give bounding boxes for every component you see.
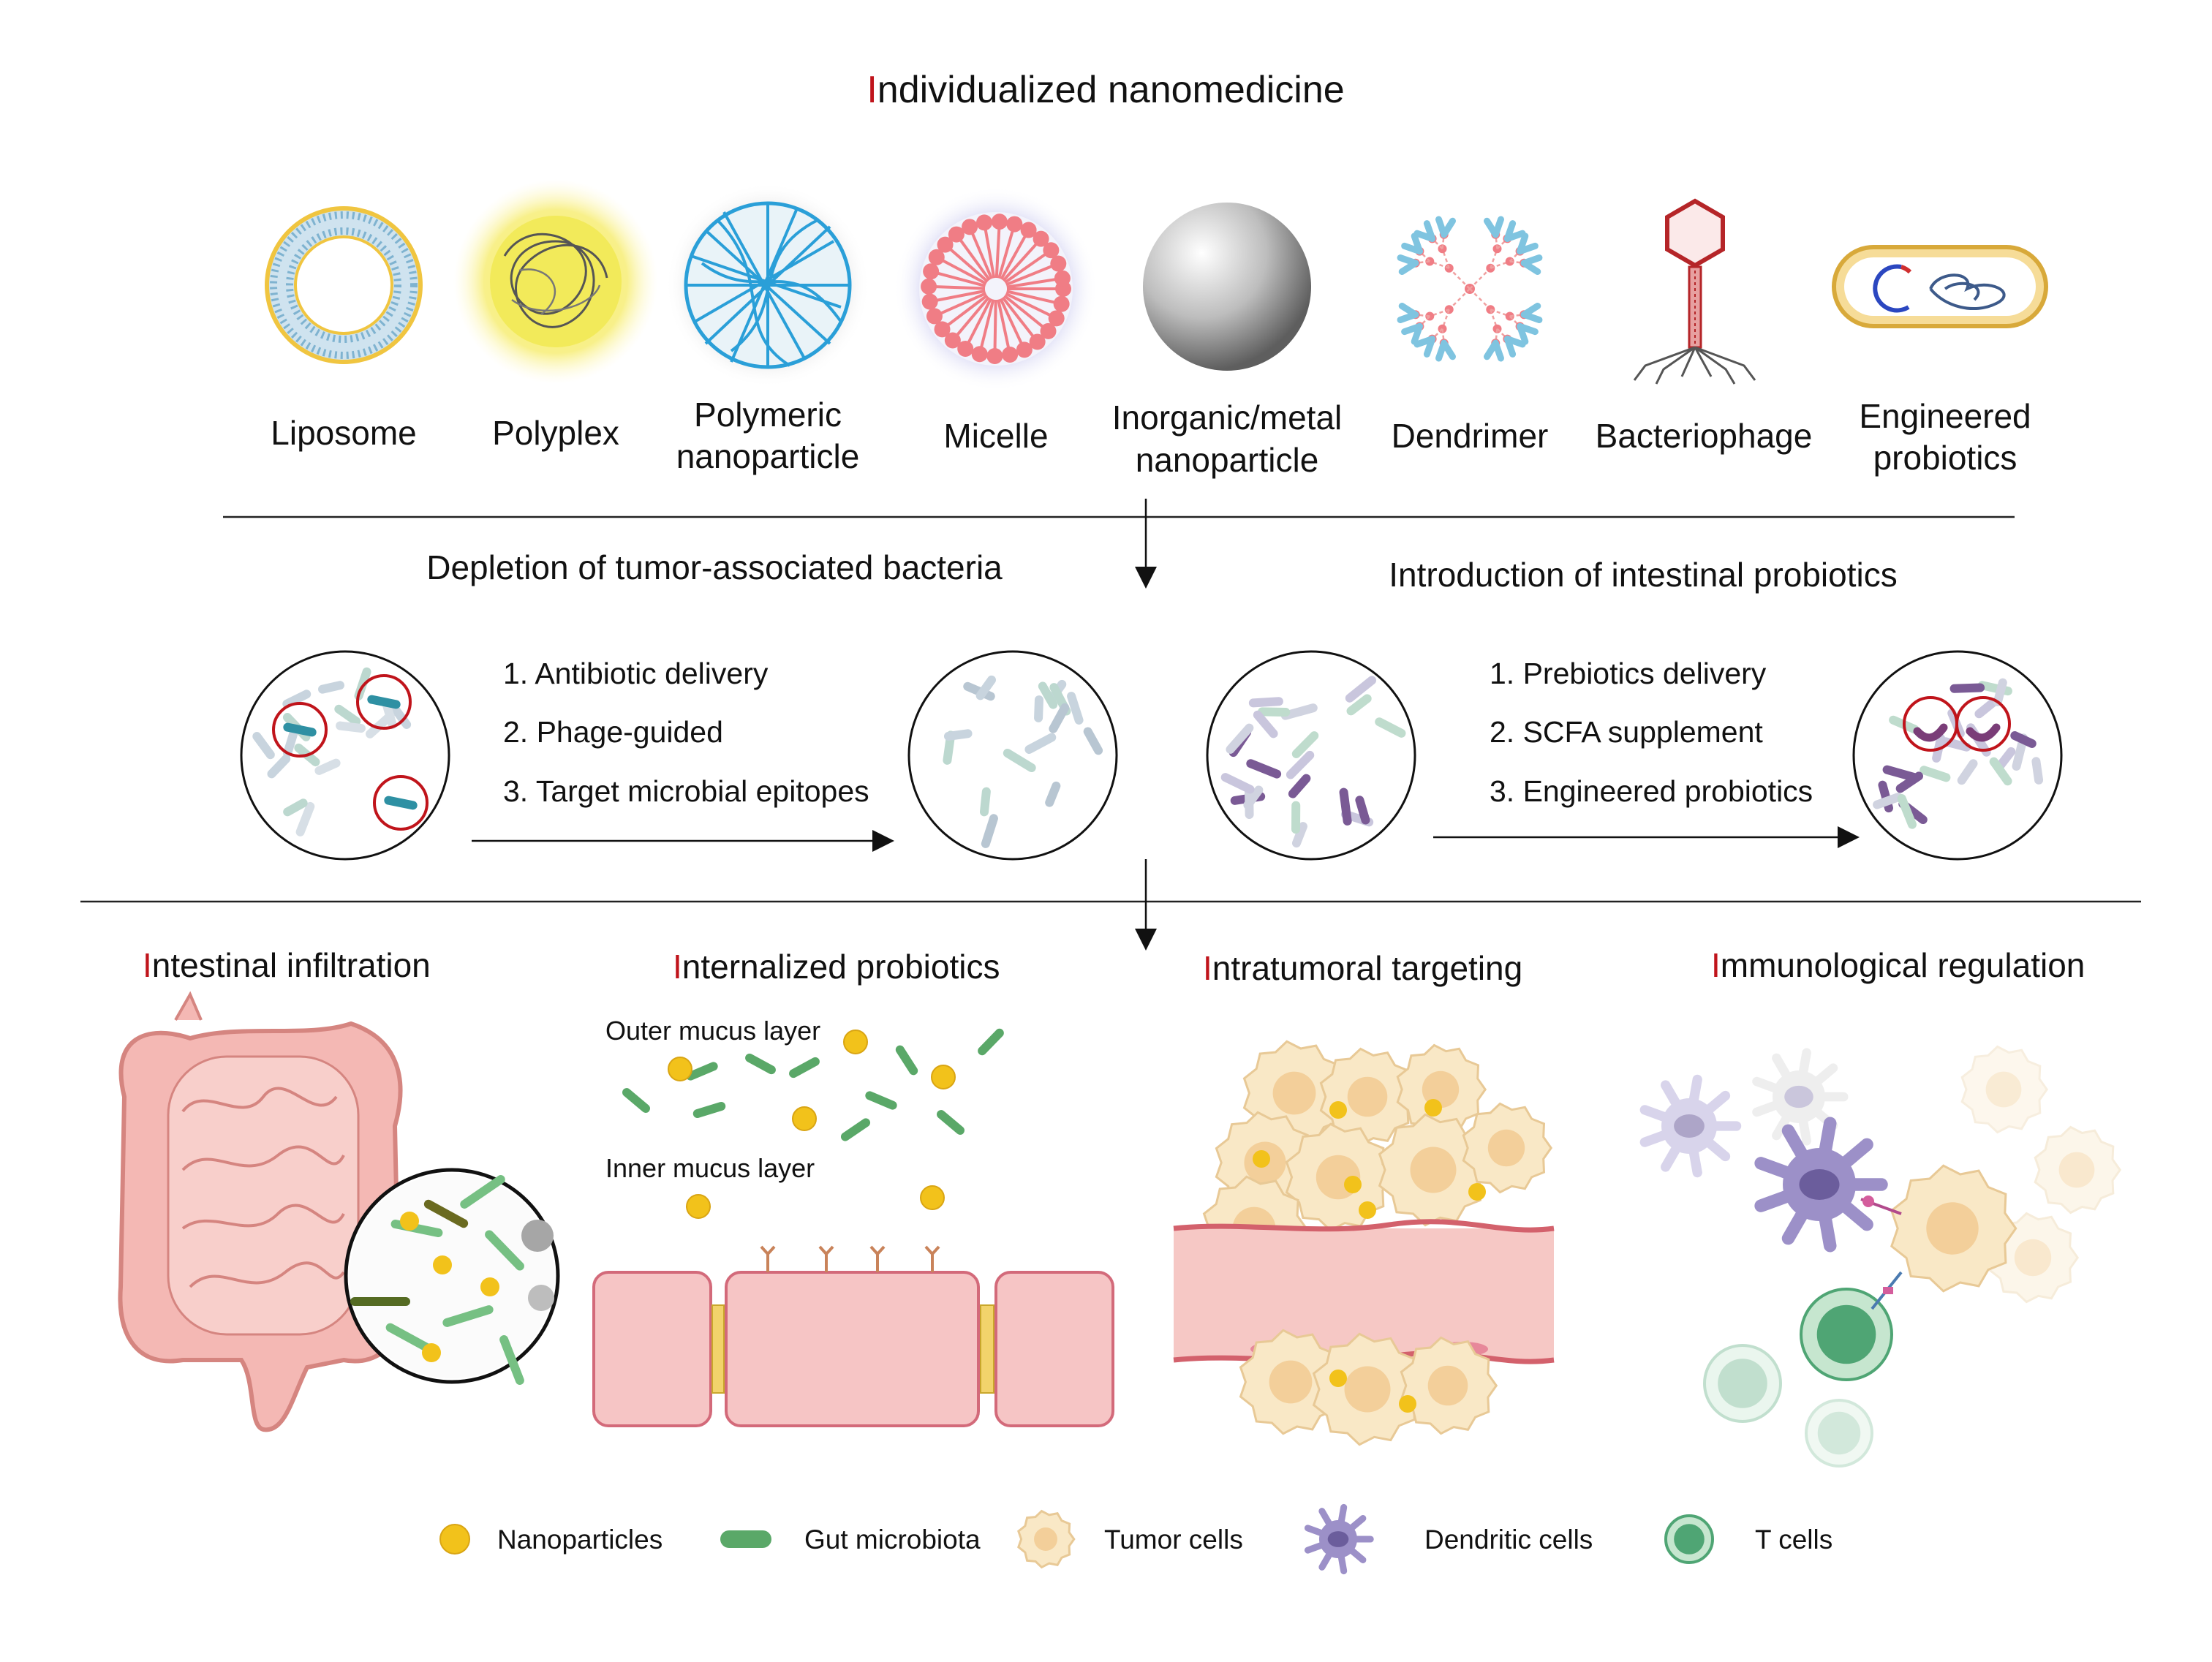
depletion-title: Depletion of tumor-associated bacteria xyxy=(426,548,1003,586)
dendritic-cell-icon xyxy=(1307,1507,1370,1571)
dendrimer-icon xyxy=(1400,219,1539,358)
inorganic-nanoparticle-icon xyxy=(1143,203,1311,371)
intestine-illustration xyxy=(120,994,558,1429)
mucus-microbes-and-nanoparticles xyxy=(627,1030,1000,1218)
legend: Nanoparticles Gut microbiota Tumor cells De… xyxy=(440,1507,1832,1571)
introduction-step: 3. Engineered probiotics xyxy=(1490,774,1813,808)
nanoparticle-label-liposome: Liposome xyxy=(271,414,416,452)
engineered-probiotics-icon xyxy=(1834,247,2046,326)
nanoparticle-label-micelle: Micelle xyxy=(943,417,1048,455)
introduction-steps: 1. Prebiotics delivery 2. SCFA supplement… xyxy=(1490,657,1813,808)
immune-illustration xyxy=(1645,1046,2120,1466)
legend-label: Dendritic cells xyxy=(1424,1525,1593,1555)
inner-mucus-label: Inner mucus layer xyxy=(605,1153,815,1183)
legend-label: T cells xyxy=(1755,1525,1832,1555)
depletion-step: 3. Target microbial epitopes xyxy=(503,774,869,808)
tumor-bacteria-after-circle xyxy=(909,651,1117,859)
nanoparticle-label-polymeric: nanoparticle xyxy=(676,437,860,475)
nanoparticle-label-inorganic: Inorganic/metal xyxy=(1112,398,1343,437)
introduction-title: Introduction of intestinal probiotics xyxy=(1389,556,1898,594)
micelle-icon xyxy=(894,186,1098,391)
mechanism-title-intratumoral: Intratumoral targeting xyxy=(1203,949,1522,987)
t-cell-icon xyxy=(1666,1516,1713,1563)
gut-microbes-before-circle xyxy=(1207,651,1415,859)
nanoparticle-label-polyplex: Polyplex xyxy=(492,414,619,452)
depletion-step: 1. Antibiotic delivery xyxy=(503,657,769,690)
tumor-bacteria-before-circle xyxy=(241,651,449,859)
introduction-step: 2. SCFA supplement xyxy=(1490,715,1763,749)
introduction-step: 1. Prebiotics delivery xyxy=(1490,657,1767,690)
epithelium-illustration xyxy=(594,1247,1113,1426)
polyplex-icon xyxy=(453,179,658,384)
receptor-icons xyxy=(761,1247,939,1272)
legend-label: Nanoparticles xyxy=(497,1525,663,1555)
liposome-icon xyxy=(265,206,423,364)
mechanism-title-intestinal: Intestinal infiltration xyxy=(143,946,431,984)
depletion-steps: 1. Antibiotic delivery 2. Phage-guided 3. … xyxy=(503,657,869,808)
gut-microbes-after-circle xyxy=(1854,651,2061,859)
main-title: Individualized nanomedicine xyxy=(867,69,1344,111)
nanoparticle-label-probiotics: probiotics xyxy=(1873,439,2017,477)
outer-mucus-label: Outer mucus layer xyxy=(605,1016,820,1046)
depletion-step: 2. Phage-guided xyxy=(503,715,723,749)
tumor-cell-icon xyxy=(1019,1511,1074,1568)
nanoparticle-label-polymeric: Polymeric xyxy=(694,396,842,434)
nanoparticle-label-probiotics: Engineered xyxy=(1859,397,2031,435)
nanoparticle-label-bacteriophage: Bacteriophage xyxy=(1596,417,1813,455)
mechanism-title-immunological: Immunological regulation xyxy=(1711,946,2085,984)
legend-label: Gut microbiota xyxy=(804,1525,981,1555)
bacteriophage-icon xyxy=(1634,201,1755,384)
tumor-vessel-illustration xyxy=(1174,1041,1554,1444)
nanoparticle-icon xyxy=(440,1525,469,1554)
mechanism-titles: Intestinal infiltration Internalized prob… xyxy=(143,946,2085,987)
legend-label: Tumor cells xyxy=(1104,1525,1243,1555)
mechanism-title-internalized: Internalized probiotics xyxy=(673,948,1000,986)
gut-microbiota-icon xyxy=(720,1530,771,1548)
nanoparticle-label-inorganic: nanoparticle xyxy=(1136,441,1319,479)
nanoparticle-label-dendrimer: Dendrimer xyxy=(1392,417,1549,455)
polymeric-nanoparticle-icon xyxy=(665,183,870,388)
